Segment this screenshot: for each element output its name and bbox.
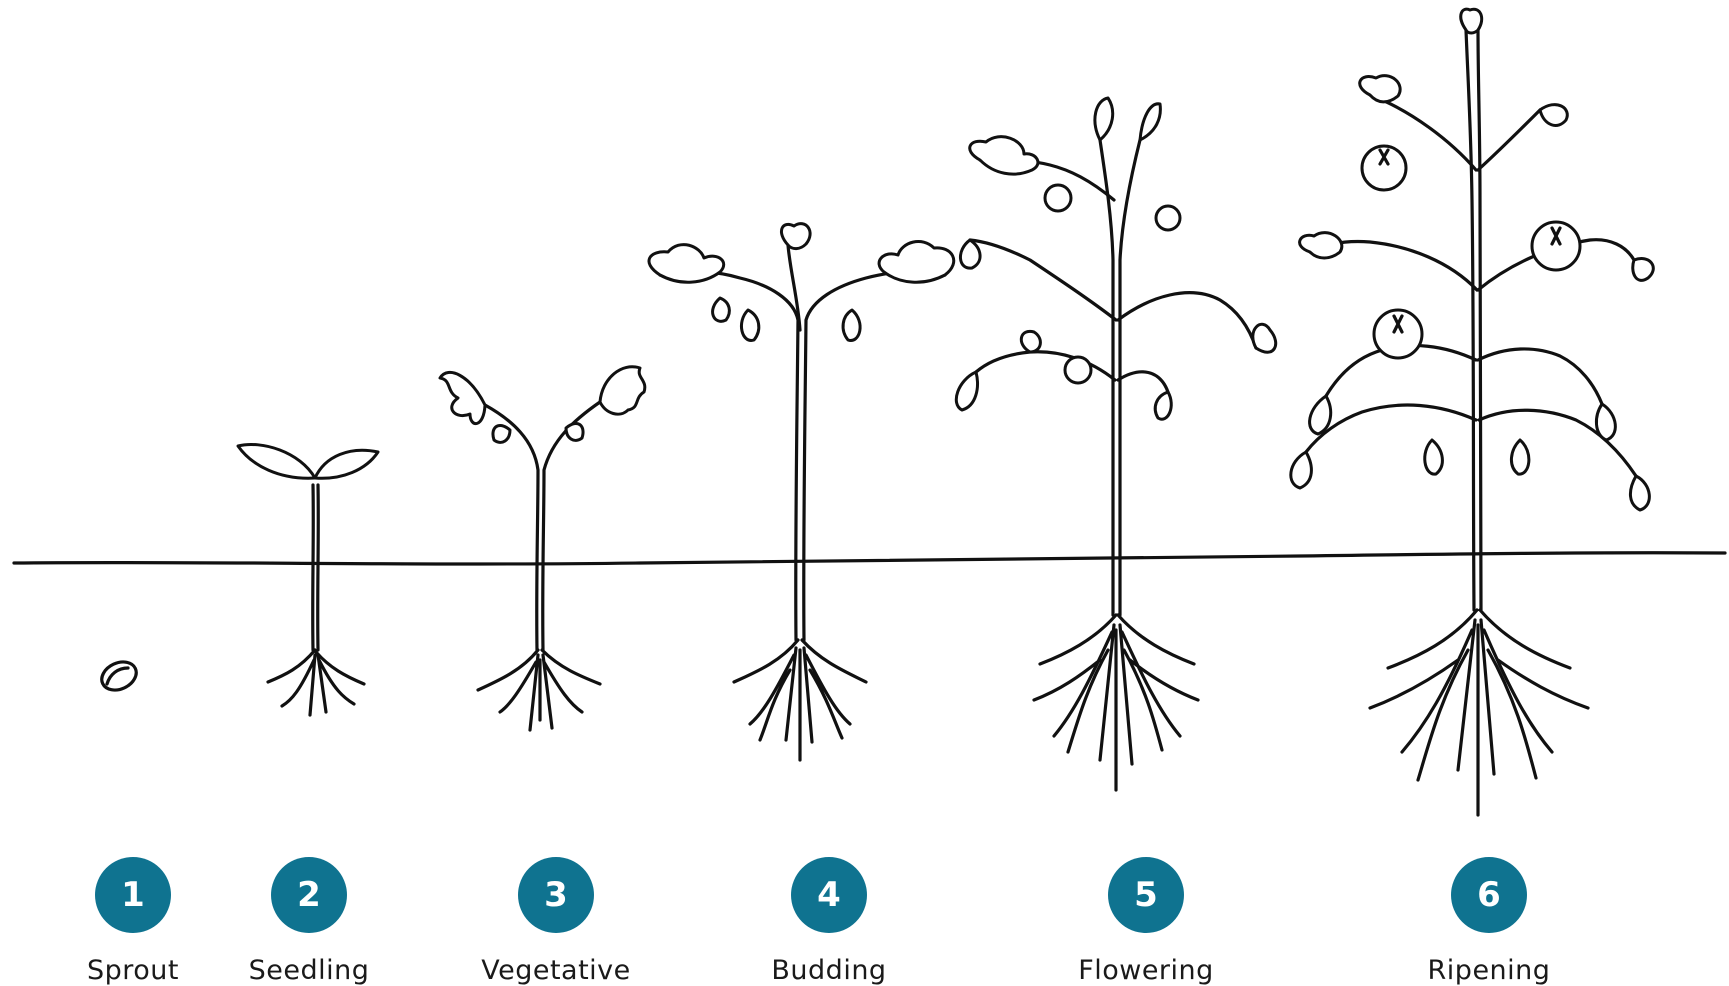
stage-label: Vegetative — [456, 955, 656, 986]
stage-label: Ripening — [1389, 955, 1589, 986]
stage-label: Budding — [729, 955, 929, 986]
budding-plant-icon — [649, 224, 954, 760]
stage-item: 5 Flowering — [1046, 857, 1246, 986]
seed-icon — [97, 657, 141, 696]
stage-item: 4 Budding — [729, 857, 929, 986]
stage-number-badge: 2 — [271, 857, 347, 933]
stage-item: 3 Vegetative — [456, 857, 656, 986]
stage-item: 6 Ripening — [1389, 857, 1589, 986]
stage-number-badge: 5 — [1108, 857, 1184, 933]
stage-number-badge: 3 — [518, 857, 594, 933]
stage-number-badge: 4 — [791, 857, 867, 933]
stage-number-badge: 6 — [1451, 857, 1527, 933]
flowering-plant-icon — [956, 98, 1275, 790]
vegetative-plant-icon — [440, 367, 645, 730]
stage-label: Seedling — [209, 955, 409, 986]
stage-item: 1 Sprout — [33, 857, 233, 986]
stage-label: Sprout — [33, 955, 233, 986]
stage-item: 2 Seedling — [209, 857, 409, 986]
ground-line — [14, 553, 1725, 564]
ripening-plant-icon — [1291, 9, 1653, 815]
stage-label: Flowering — [1046, 955, 1246, 986]
seedling-icon — [238, 444, 378, 715]
stage-number-badge: 1 — [95, 857, 171, 933]
